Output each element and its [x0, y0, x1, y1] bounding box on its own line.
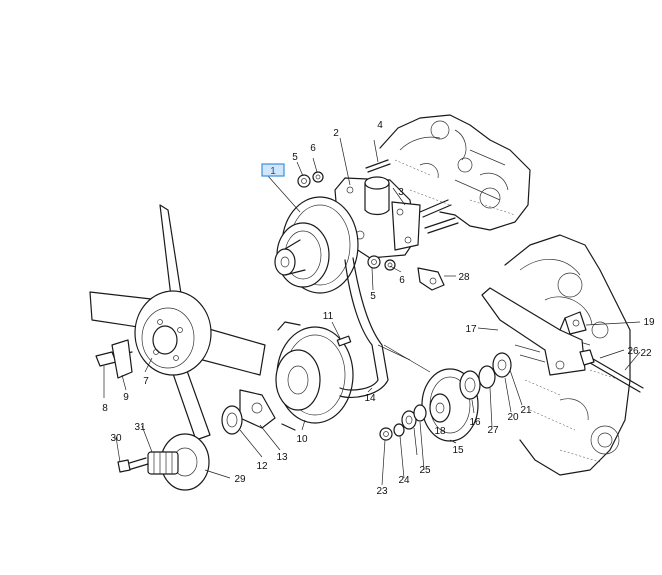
callout-28: 28: [458, 272, 470, 283]
nuts-washers: [297, 171, 396, 271]
callout-11: 11: [323, 311, 334, 322]
studs: [365, 159, 459, 234]
callout-22: 22: [640, 348, 652, 359]
fan-bolt: [95, 339, 133, 379]
callout-29: 29: [234, 474, 246, 485]
callout-8: 8: [102, 403, 108, 414]
crankshaft-pulley: [275, 321, 354, 431]
callout-21: 21: [520, 405, 532, 416]
callout-13: 13: [276, 452, 288, 463]
water-pump-pulley: [274, 196, 359, 294]
callout-6b: 6: [399, 275, 405, 286]
callout-27: 27: [487, 425, 499, 436]
clamp: [417, 267, 445, 291]
callout-16: 16: [469, 417, 481, 428]
callout-23: 23: [376, 486, 388, 497]
part-labels: 2 3 4 5 5 6 6 7 8 9 10 11 12 13 14 15 16…: [102, 120, 655, 497]
callout-17: 17: [465, 324, 477, 335]
callout-15: 15: [452, 445, 464, 456]
callout-4: 4: [377, 120, 383, 131]
callout-20: 20: [507, 412, 519, 423]
engine-block-lower: [504, 234, 631, 476]
fan-spacer: [117, 433, 210, 491]
callout-24: 24: [398, 475, 410, 486]
callout-3: 3: [398, 187, 404, 198]
callout-14: 14: [364, 393, 376, 404]
key: [336, 335, 352, 347]
callout-31: 31: [134, 422, 146, 433]
callout-19: 19: [643, 317, 655, 328]
bearings: [459, 352, 512, 400]
callout-12: 12: [256, 461, 268, 472]
tension-bracket: [481, 287, 587, 376]
callout-18: 18: [434, 426, 446, 437]
callout-2: 2: [333, 128, 339, 139]
callout-30: 30: [110, 433, 122, 444]
crank-washer-nut: [221, 389, 276, 435]
svg-text:1: 1: [270, 166, 276, 177]
callout-5b: 5: [370, 291, 376, 302]
callout-5a: 5: [292, 152, 298, 163]
leader-lines: [103, 137, 641, 486]
highlighted-part-callout[interactable]: 1: [261, 163, 285, 177]
callout-9: 9: [123, 392, 129, 403]
callout-6a: 6: [310, 143, 316, 154]
callout-7: 7: [143, 376, 149, 387]
pulley-nut-washers: [379, 404, 427, 441]
cooling-fan: [89, 204, 266, 441]
callout-26: 26: [627, 346, 639, 357]
long-bolt: [579, 349, 644, 393]
callout-25: 25: [419, 465, 431, 476]
callout-10: 10: [296, 434, 308, 445]
engine-block-top: [379, 114, 531, 231]
